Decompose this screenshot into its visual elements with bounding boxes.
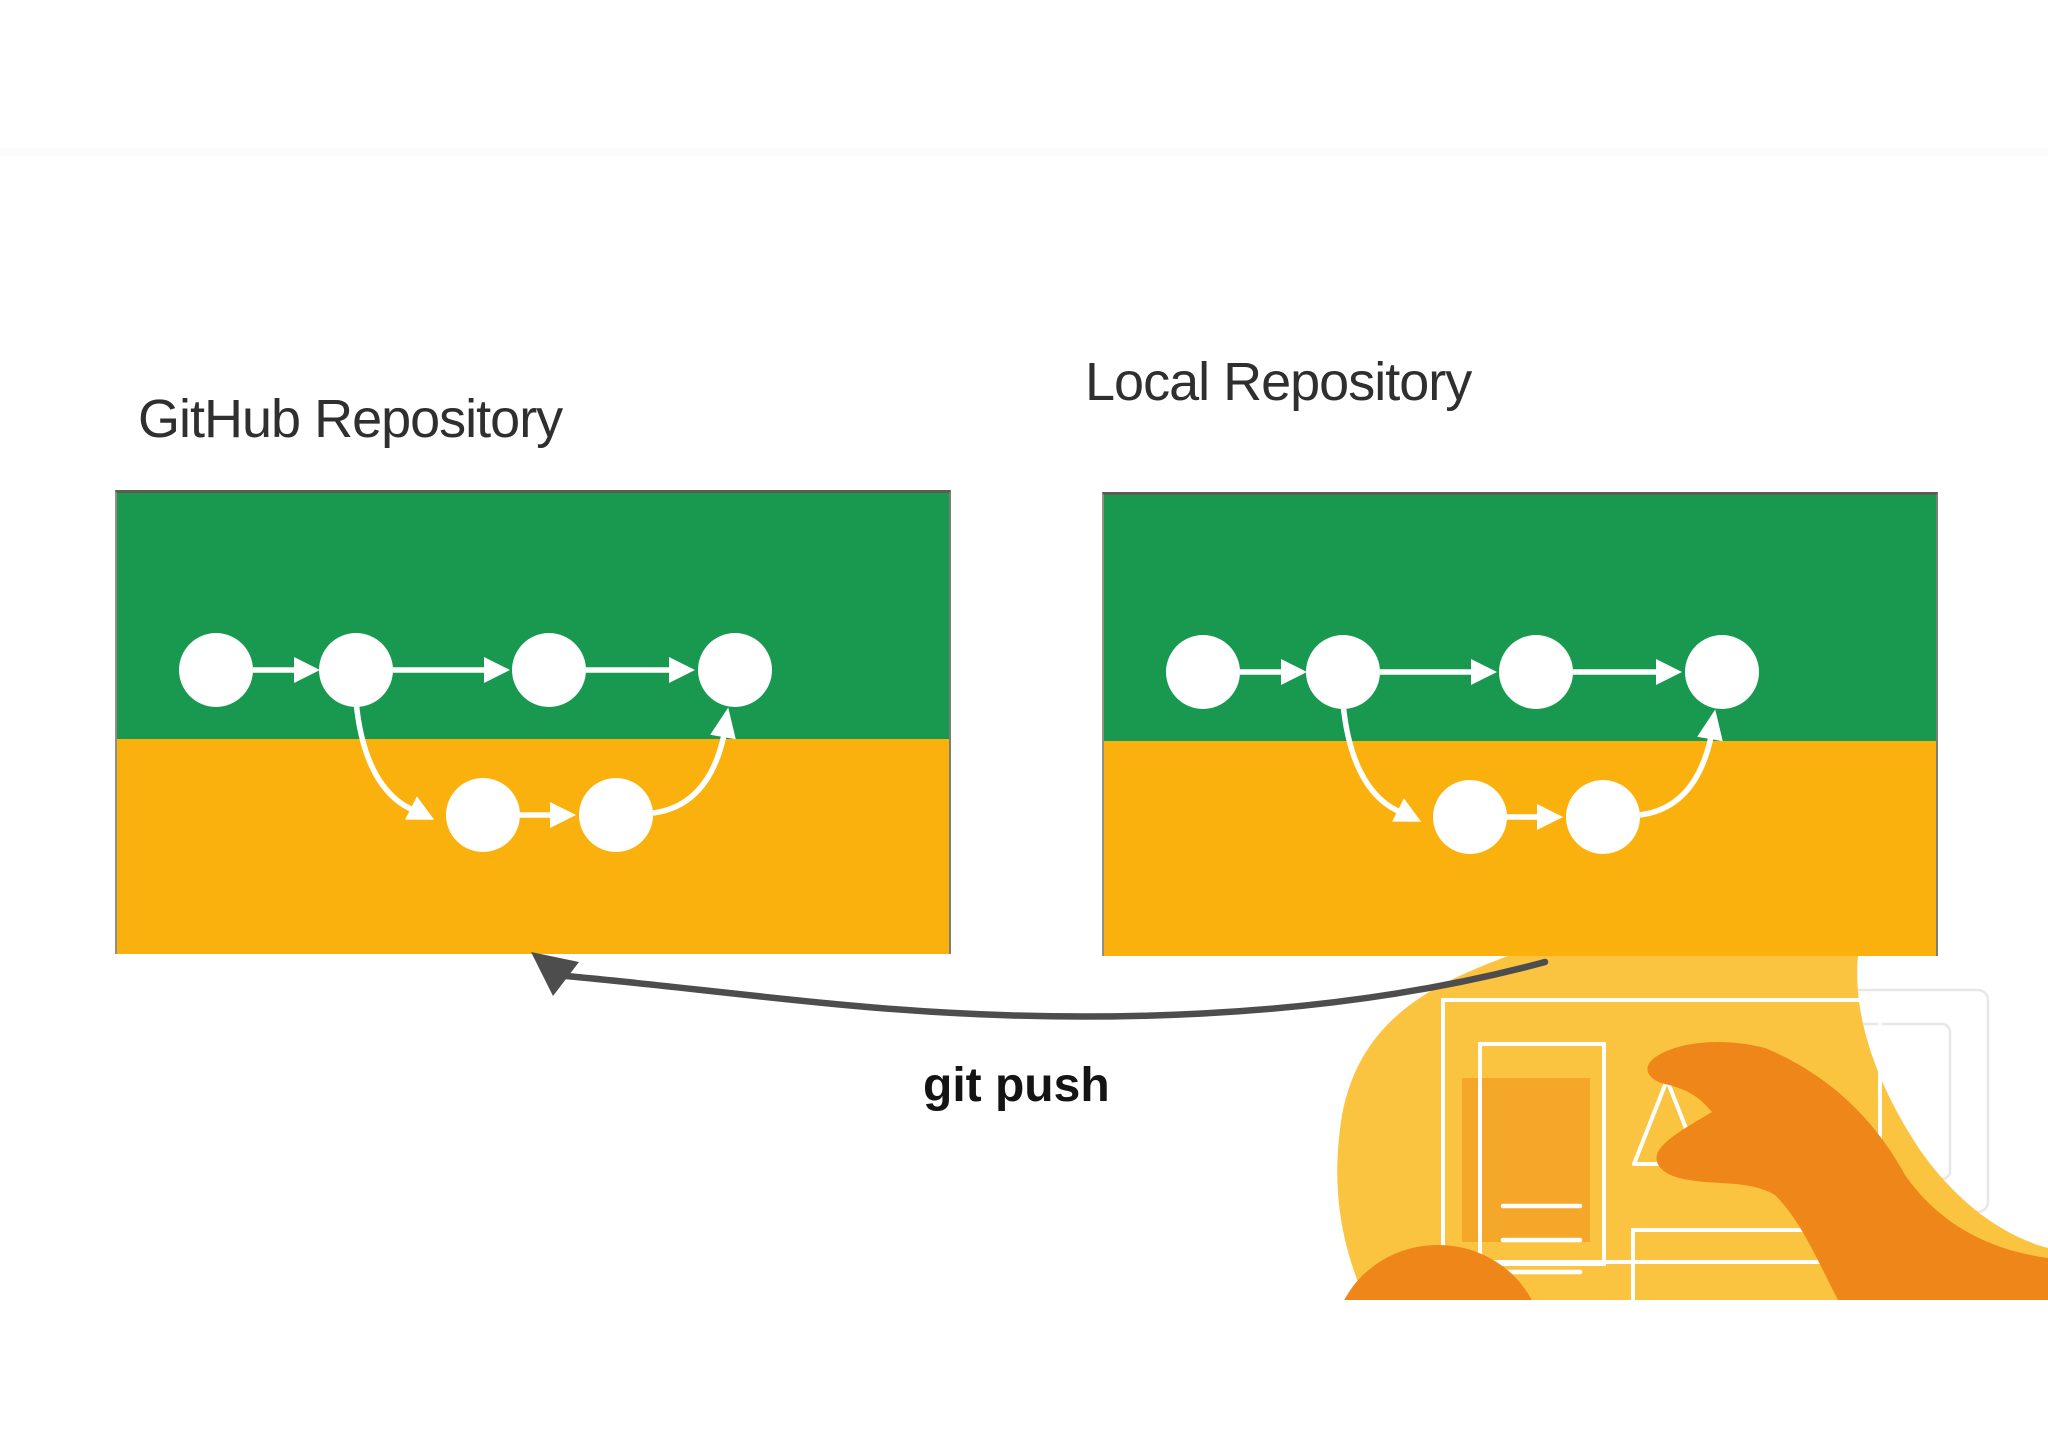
canvas-outline xyxy=(1441,998,1882,1264)
document-outline xyxy=(1478,1042,1606,1266)
github-commit-graph xyxy=(117,493,949,954)
github-repo-box xyxy=(115,490,951,954)
git-push-label: git push xyxy=(923,1059,1110,1112)
git-push-curve xyxy=(562,958,1549,1020)
faint-horizontal-band xyxy=(0,148,2048,156)
left-hand xyxy=(1344,1245,1532,1300)
git-push-arrow xyxy=(531,952,1549,1020)
right-hand-arm xyxy=(1647,1041,2048,1300)
local-commit-graph xyxy=(1104,495,1936,956)
local-repository-title: Local Repository xyxy=(1085,352,1472,412)
git-push-arrowhead xyxy=(531,952,579,996)
github-repository-title: GitHub Repository xyxy=(138,389,563,449)
document-fill xyxy=(1462,1078,1590,1242)
local-repo-box xyxy=(1102,492,1938,956)
hands-illustration xyxy=(1337,956,2048,1300)
